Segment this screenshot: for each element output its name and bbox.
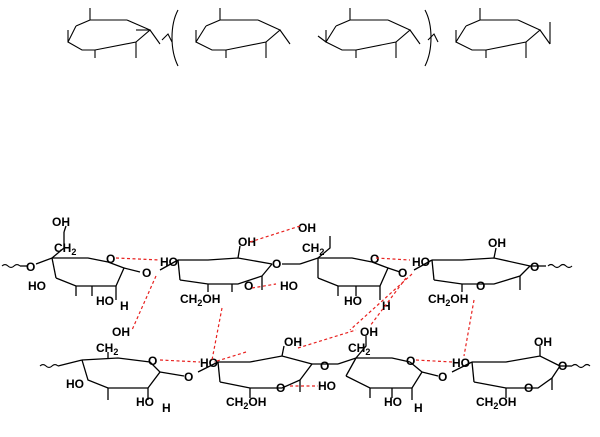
glycosidic-link-1 bbox=[161, 9, 179, 67]
label-oh-b1: OH bbox=[112, 325, 130, 339]
glucose-ring-b2 bbox=[197, 345, 338, 398]
h-bond-b3 bbox=[415, 359, 453, 363]
h-bond-x1 bbox=[131, 275, 157, 331]
glucose-ring-b3 bbox=[337, 336, 439, 400]
skeletal-chain bbox=[67, 8, 551, 67]
chain-end-left bbox=[1, 263, 21, 269]
label-ho-a4: HO bbox=[412, 255, 430, 269]
label-ring-o-b2: O bbox=[276, 381, 285, 395]
label-oh-b3: OH bbox=[360, 325, 378, 339]
label-ho-a3: HO bbox=[280, 279, 298, 293]
label-oh-a4: OH bbox=[488, 236, 506, 250]
label-ho-b4: HO bbox=[452, 356, 470, 370]
h-bond-a3 bbox=[251, 283, 277, 289]
label-ring-o-b4: O bbox=[524, 381, 533, 395]
label-ring-o-b1: O bbox=[148, 354, 157, 368]
h-bond-x6 bbox=[297, 329, 357, 349]
glucose-ring-a2 bbox=[159, 245, 273, 292]
label-h-a3: H bbox=[382, 299, 391, 313]
label-ring-o-a2: O bbox=[244, 279, 253, 293]
h-bond-x3 bbox=[369, 277, 407, 327]
label-ring-o-b3: O bbox=[406, 354, 415, 368]
label-h-b3: H bbox=[414, 401, 423, 415]
h-bond-x5 bbox=[463, 299, 475, 357]
glucose-ring-b1 bbox=[57, 352, 185, 400]
label-ring-o-a1: O bbox=[106, 252, 115, 266]
chain-end-right bbox=[547, 263, 573, 269]
label-ch2oh-b2: CH2OH bbox=[226, 395, 266, 411]
label-oh-a1: OH bbox=[52, 215, 70, 229]
label-glyc-o-a4: O bbox=[530, 260, 539, 274]
skeletal-ring-3 bbox=[317, 8, 421, 58]
glucose-ring-b4 bbox=[451, 346, 572, 398]
h-bond-a2 bbox=[249, 225, 301, 243]
label-ho-b3b: HO bbox=[384, 395, 402, 409]
label-glyc-o-b23: O bbox=[320, 359, 329, 373]
label-oh-b2: OH bbox=[284, 335, 302, 349]
h-bond-a1 bbox=[115, 257, 161, 261]
label-h-a1: H bbox=[120, 299, 129, 313]
label-ch2-b1: CH2 bbox=[96, 341, 118, 357]
label-ring-o-a3: O bbox=[370, 252, 379, 266]
label-glyc-o-b34: O bbox=[438, 370, 447, 384]
glucose-ring-a3 bbox=[282, 236, 401, 300]
label-ch2-a1: CH2 bbox=[54, 241, 76, 257]
label-ch2-a3: CH2 bbox=[302, 241, 324, 257]
label-ho-a1: HO bbox=[28, 279, 46, 293]
h-bond-x2 bbox=[211, 307, 223, 361]
chain-end-left-b bbox=[39, 363, 59, 369]
label-glyc-o-b4: O bbox=[558, 359, 567, 373]
label-ch2-b3: CH2 bbox=[348, 341, 370, 357]
label-oh-a3: OH bbox=[298, 221, 316, 235]
skeletal-ring-4 bbox=[455, 8, 551, 58]
label-ho-b2: HO bbox=[200, 356, 218, 370]
label-o-a1: O bbox=[26, 260, 35, 274]
label-glyc-o-a23: O bbox=[272, 257, 281, 271]
cellulose-chain-upper: OH CH2 O O HO HO H O HO OH CH2OH O O OH … bbox=[1, 215, 573, 313]
label-glyc-o-a12: O bbox=[142, 266, 151, 280]
hydrogen-bonds bbox=[115, 225, 475, 387]
label-ch2oh-a4: CH2OH bbox=[428, 292, 468, 308]
label-h-b1: H bbox=[162, 401, 171, 415]
cellulose-chain-lower: OH CH2 O HO HO H O HO OH CH2OH O O OH CH… bbox=[39, 325, 591, 415]
chain-end-right-b bbox=[571, 363, 591, 369]
label-ring-o-a4: O bbox=[476, 279, 485, 293]
label-glyc-o-b12: O bbox=[184, 370, 193, 384]
label-ho-b1b: HO bbox=[136, 395, 154, 409]
label-ch2oh-b4: CH2OH bbox=[476, 395, 516, 411]
label-ho-a2: HO bbox=[160, 255, 178, 269]
h-bond-a4 bbox=[375, 257, 411, 261]
h-bond-x4 bbox=[349, 273, 413, 331]
label-ho-b1: HO bbox=[66, 377, 84, 391]
label-ch2oh-a2: CH2OH bbox=[180, 292, 220, 308]
label-ho-a1b: HO bbox=[96, 294, 114, 308]
glycosidic-link-2 bbox=[424, 9, 439, 67]
label-ho-a3b: HO bbox=[344, 294, 362, 308]
label-ho-b3: HO bbox=[318, 379, 336, 393]
label-oh-b4: OH bbox=[534, 335, 552, 349]
label-oh-a2: OH bbox=[238, 235, 256, 249]
h-bond-b1 bbox=[159, 359, 201, 363]
skeletal-ring-2 bbox=[195, 8, 291, 58]
h-bond-b4 bbox=[213, 351, 247, 363]
glucose-ring-a4 bbox=[413, 247, 546, 292]
label-glyc-o-a34: O bbox=[398, 266, 407, 280]
glucose-ring-a1 bbox=[20, 225, 141, 300]
skeletal-ring-1 bbox=[67, 8, 161, 58]
